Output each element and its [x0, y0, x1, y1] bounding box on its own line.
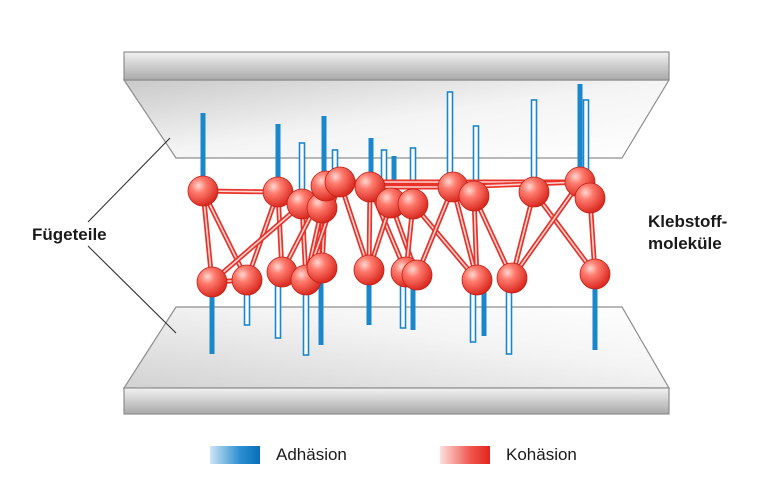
adhesive-molecule	[324, 166, 356, 198]
adhesive-molecule	[496, 262, 528, 294]
cohesion-bond-highlight	[533, 191, 596, 275]
cohesion-bond-highlight	[452, 186, 478, 281]
adhesion-bond	[592, 274, 598, 350]
adhesive-molecule	[187, 175, 219, 207]
adhesion-bond	[368, 138, 374, 186]
lower-joining-part	[122, 306, 671, 415]
adhesion-bond	[200, 113, 206, 190]
legend-adhesion: Adhäsion	[210, 443, 347, 467]
cohesion-bond-highlight	[511, 181, 581, 279]
adhesive-molecule	[518, 176, 550, 208]
adhesion-bond	[391, 156, 397, 200]
adhesion-bond	[318, 268, 324, 345]
adhesive-molecule	[353, 254, 385, 286]
adhesion-bond	[275, 124, 281, 190]
adhesive-molecule	[354, 171, 386, 203]
adhesion-swatch	[210, 446, 260, 464]
adhesive-molecule	[196, 266, 228, 298]
adhesive-molecules	[187, 166, 611, 298]
adhesive-molecule	[306, 252, 338, 284]
adhesive-molecule	[231, 264, 263, 296]
adhesion-bond	[577, 84, 583, 180]
adhesive-molecule	[458, 180, 490, 212]
cohesion-bond-highlight	[416, 186, 454, 276]
cohesion-bond-highlight	[211, 203, 303, 283]
adhesion-bond	[481, 280, 487, 336]
cohesion-bond-highlight	[202, 190, 248, 281]
adhesive-molecules-label: Klebstoff- moleküle	[648, 211, 727, 255]
legend-cohesion-label: Kohäsion	[506, 445, 577, 464]
joining-parts-leader-lines	[87, 137, 177, 334]
cohesion-bond-highlight	[412, 203, 478, 281]
adhesion-bonds	[200, 84, 598, 356]
adhesive-molecule	[579, 258, 611, 290]
cohesion-swatch	[440, 446, 490, 464]
adhesion-bond	[410, 275, 416, 330]
joining-parts-label: Fügeteile	[32, 225, 107, 244]
adhesive-molecule	[397, 188, 429, 220]
adhesive-molecule	[401, 259, 433, 291]
adhesive-molecules-label-line1: Klebstoff-	[648, 212, 728, 231]
adhesive-molecules-label-line2: moleküle	[648, 234, 722, 253]
cohesion-bond-highlight	[339, 181, 370, 271]
adhesion-bond	[209, 282, 215, 354]
legend-cohesion: Kohäsion	[440, 443, 577, 467]
adhesion-bond	[530, 99, 538, 191]
adhesion-bond	[366, 270, 372, 325]
adhesive-molecule	[574, 182, 606, 214]
adhesion-bond	[321, 116, 327, 200]
adhesive-molecule	[461, 264, 493, 296]
legend-adhesion-label: Adhäsion	[276, 445, 347, 464]
